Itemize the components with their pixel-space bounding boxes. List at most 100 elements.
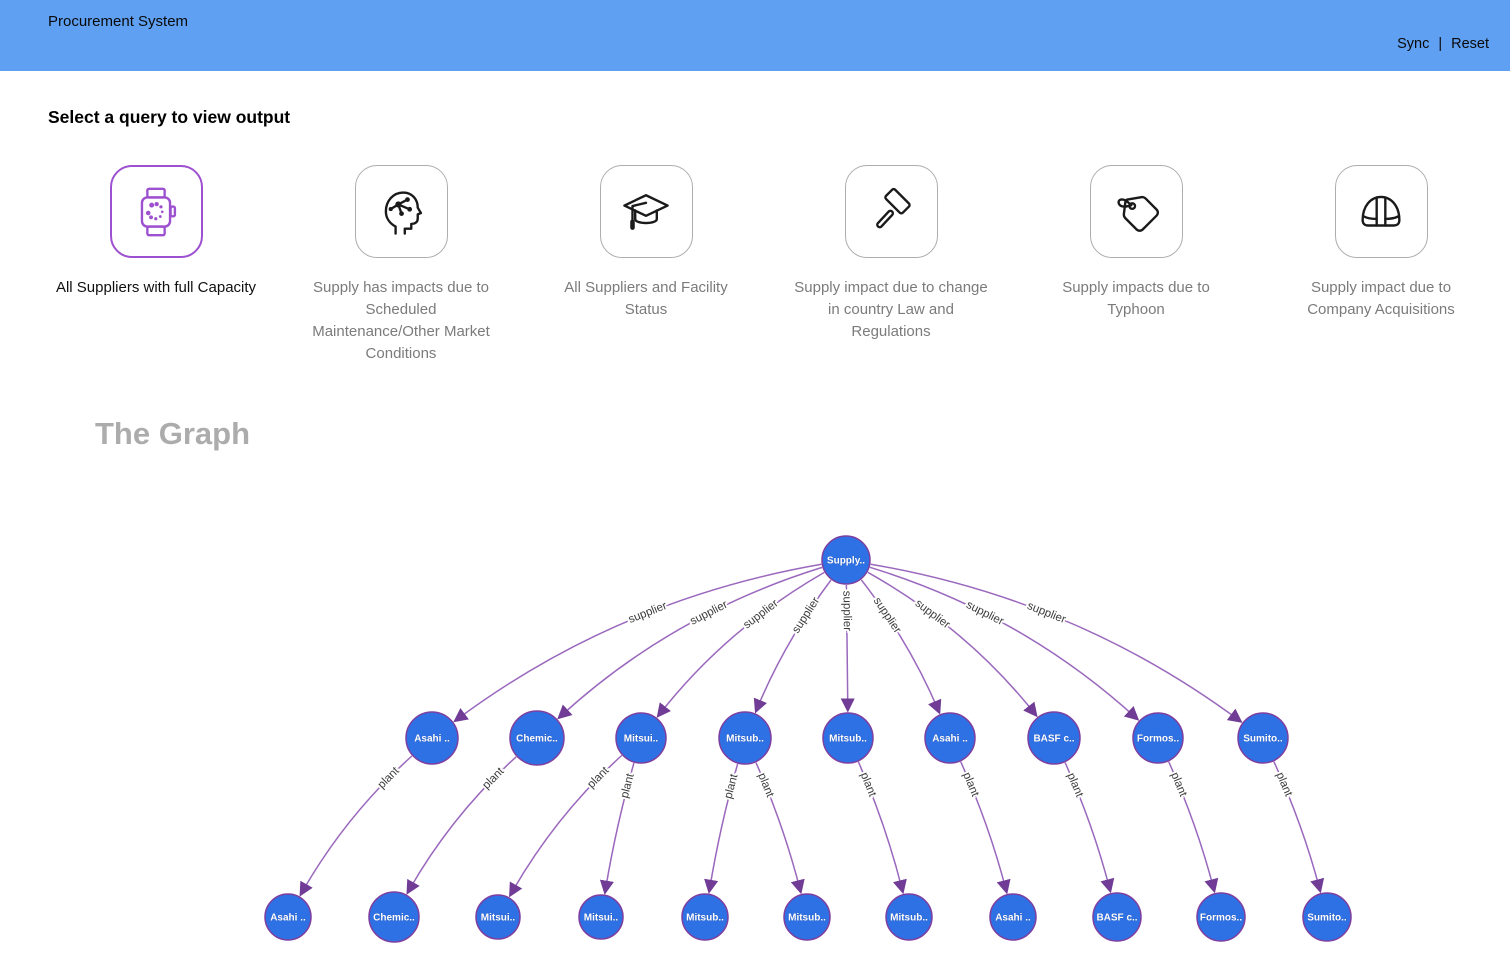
graph-edge-plant	[704, 763, 739, 894]
head-network-icon[interactable]	[354, 165, 448, 258]
node-circle	[783, 893, 831, 941]
query-label: Supply impacts due to Typhoon	[1062, 279, 1210, 318]
edge-label-supplier: supplier	[913, 597, 953, 631]
graph-node-m6[interactable]: Asahi ..	[924, 712, 976, 764]
query-card-scheduled-maintenance[interactable]: Supply has impacts due to Scheduled Main…	[286, 165, 516, 365]
graph-edge-supplier	[870, 563, 1243, 723]
query-card-full-capacity[interactable]: All Suppliers with full Capacity	[41, 165, 271, 365]
edge-label-plant: plant	[755, 771, 776, 799]
graph-node-m9[interactable]: Sumito..	[1237, 712, 1289, 764]
graph-node-b10[interactable]: Formos..	[1196, 892, 1246, 942]
node-circle	[1302, 892, 1352, 942]
edge-label-supplier: supplier	[964, 599, 1005, 628]
graph-node-b6[interactable]: Mitsub..	[783, 893, 831, 941]
graph-edge-supplier	[867, 571, 1038, 718]
graph-node-m3[interactable]: Mitsui..	[615, 712, 667, 764]
node-circle	[821, 535, 871, 585]
graph-node-m4[interactable]: Mitsub..	[718, 711, 772, 765]
smartwatch-spinner-icon[interactable]	[109, 165, 203, 258]
node-circle	[264, 893, 312, 941]
graduation-cap-icon[interactable]	[599, 165, 693, 258]
sync-button[interactable]: Sync	[1397, 36, 1430, 52]
graph-edge-supplier	[453, 563, 822, 723]
graph-edge-supplier	[557, 566, 823, 720]
graph-edge-plant	[1064, 762, 1115, 894]
node-circle	[615, 712, 667, 764]
node-circle	[1237, 712, 1289, 764]
node-circle	[681, 893, 729, 941]
node-circle	[885, 893, 933, 941]
node-circle	[368, 891, 420, 943]
node-circle	[578, 894, 624, 940]
edge-label-supplier: supplier	[627, 600, 669, 626]
edge-label-supplier: supplier	[1025, 600, 1067, 626]
graph-edge-supplier	[860, 579, 942, 715]
graph-node-b11[interactable]: Sumito..	[1302, 892, 1352, 942]
query-label: Supply impact due to Company Acquisition…	[1307, 279, 1455, 318]
graph-edge-plant	[960, 761, 1011, 895]
query-card-facility-status[interactable]: All Suppliers and Facility Status	[531, 165, 761, 365]
graph-node-m7[interactable]: BASF c..	[1027, 711, 1081, 765]
query-label: All Suppliers and Facility Status	[564, 279, 728, 318]
node-circle	[989, 893, 1037, 941]
price-tag-icon[interactable]	[1089, 165, 1183, 258]
graph-node-m2[interactable]: Chemic..	[509, 710, 565, 766]
graph-node-m1[interactable]: Asahi ..	[405, 711, 459, 765]
edge-label-plant: plant	[960, 771, 981, 799]
graph-edge-supplier	[753, 579, 832, 714]
query-card-law-regulations[interactable]: Supply impact due to change in country L…	[776, 165, 1006, 365]
header-separator: |	[1438, 36, 1443, 52]
edge-label-plant: plant	[858, 771, 879, 799]
graph-node-b1[interactable]: Asahi ..	[264, 893, 312, 941]
edge-label-plant: plant	[1273, 771, 1294, 799]
graph-node-b5[interactable]: Mitsub..	[681, 893, 729, 941]
query-label: All Suppliers with full Capacity	[55, 279, 257, 296]
graph-heading: The Graph	[95, 416, 251, 451]
node-circle	[1132, 712, 1184, 764]
edge-label-plant: plant	[723, 772, 741, 800]
query-card-acquisitions[interactable]: Supply impact due to Company Acquisition…	[1266, 165, 1496, 365]
query-card-typhoon[interactable]: Supply impacts due to Typhoon	[1021, 165, 1251, 365]
query-cards: All Suppliers with full Capacity Supply …	[41, 165, 1497, 365]
graph-edge-supplier	[869, 566, 1140, 721]
graph-node-b4[interactable]: Mitsui..	[578, 894, 624, 940]
sushi-icon[interactable]	[1334, 165, 1428, 258]
graph-node-b9[interactable]: BASF c..	[1092, 892, 1142, 942]
graph-node-m8[interactable]: Formos..	[1132, 712, 1184, 764]
graph-edge-plant	[1168, 761, 1219, 894]
node-circle	[405, 711, 459, 765]
graph-node-b2[interactable]: Chemic..	[368, 891, 420, 943]
node-circle	[1027, 711, 1081, 765]
query-label: Supply has impacts due to Scheduled Main…	[312, 279, 490, 362]
edge-label-supplier: supplier	[871, 595, 903, 635]
graph-edge-plant	[857, 761, 907, 895]
node-circle	[822, 712, 874, 764]
node-circle	[1196, 892, 1246, 942]
edge-label-supplier: supplier	[840, 591, 852, 632]
graph-edge-supplier	[656, 571, 825, 718]
section-heading: Select a query to view output	[48, 107, 291, 127]
gavel-icon[interactable]	[844, 165, 938, 258]
graph-node-b8[interactable]: Asahi ..	[989, 893, 1037, 941]
graph-node-b3[interactable]: Mitsui..	[475, 894, 521, 940]
graph-edge-plant	[509, 754, 623, 898]
edge-label-plant: plant	[1168, 771, 1189, 799]
graph-edge-plant	[406, 756, 517, 895]
reset-button[interactable]: Reset	[1451, 36, 1489, 52]
graph-edge-plant	[755, 762, 805, 895]
node-circle	[475, 894, 521, 940]
graph-node-b7[interactable]: Mitsub..	[885, 893, 933, 941]
graph-node-m5[interactable]: Mitsub..	[822, 712, 874, 764]
query-label: Supply impact due to change in country L…	[794, 279, 988, 340]
graph-node-root[interactable]: Supply..	[821, 535, 871, 585]
edge-label-plant: plant	[1065, 771, 1086, 799]
edge-label-supplier: supplier	[741, 597, 780, 631]
edge-label-supplier: supplier	[790, 595, 822, 635]
edge-label-plant: plant	[619, 772, 637, 800]
node-circle	[924, 712, 976, 764]
edge-label-supplier: supplier	[688, 599, 729, 628]
graph-edge-plant	[1273, 761, 1325, 894]
node-circle	[1092, 892, 1142, 942]
